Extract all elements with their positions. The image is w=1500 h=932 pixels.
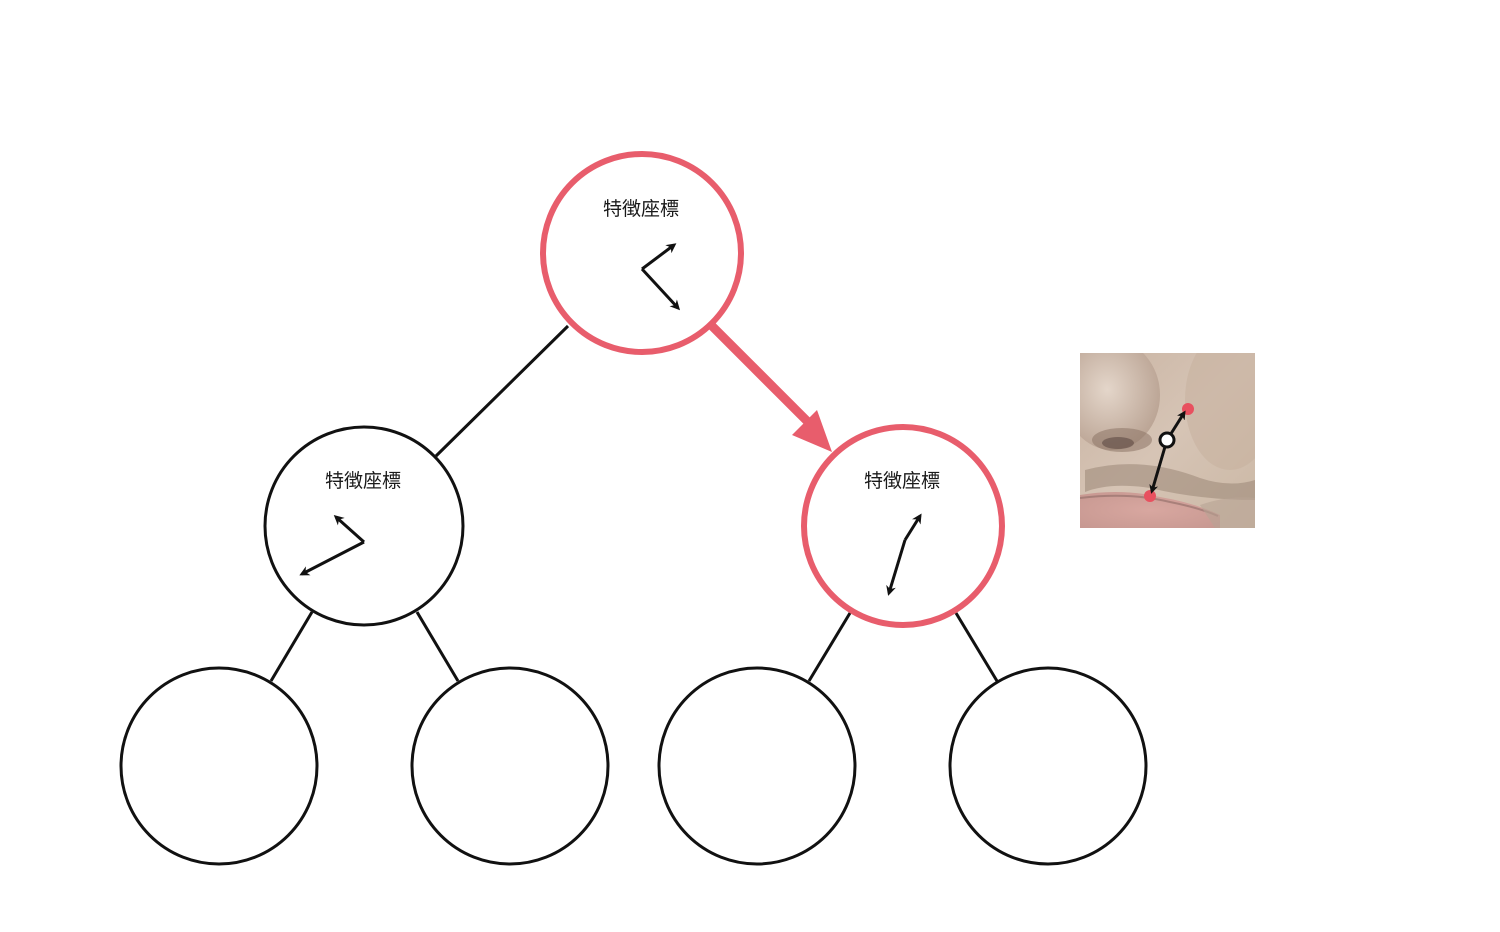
- tree-edges: [269, 322, 999, 682]
- face-inset-image: [1080, 353, 1255, 528]
- feature-vector-icon: [886, 513, 922, 596]
- edge-left-leaf-2: [415, 611, 460, 682]
- tree-node-right: 特徴座標: [801, 424, 1005, 628]
- node-right-circle: [801, 424, 1005, 628]
- feature-vector-icon: [299, 515, 365, 576]
- edge-root-left: [434, 324, 570, 458]
- tree-node-root: 特徴座標: [540, 151, 744, 355]
- edge-right-leaf-3: [807, 612, 852, 682]
- edge-root-right-highlighted: [708, 322, 816, 430]
- tree-node-leaf-2: [410, 666, 610, 866]
- node-root-circle: [540, 151, 744, 355]
- node-left-circle: [263, 425, 465, 627]
- edge-right-leaf-4: [954, 612, 999, 682]
- tree-node-leaf-4: [948, 666, 1148, 866]
- edge-root-right-arrowhead: [792, 410, 832, 452]
- keypoint-lip: [1144, 490, 1156, 502]
- feature-vector-icon: [640, 243, 681, 311]
- tree-node-leaf-1: [119, 666, 319, 866]
- tree-node-left: 特徴座標: [263, 425, 465, 627]
- center-marker: [1158, 431, 1176, 449]
- edge-left-leaf-1: [269, 611, 314, 682]
- node-root-label: 特徴座標: [603, 198, 679, 220]
- tree-node-leaf-3: [657, 666, 857, 866]
- node-left-label: 特徴座標: [325, 470, 401, 492]
- node-right-label: 特徴座標: [864, 470, 940, 492]
